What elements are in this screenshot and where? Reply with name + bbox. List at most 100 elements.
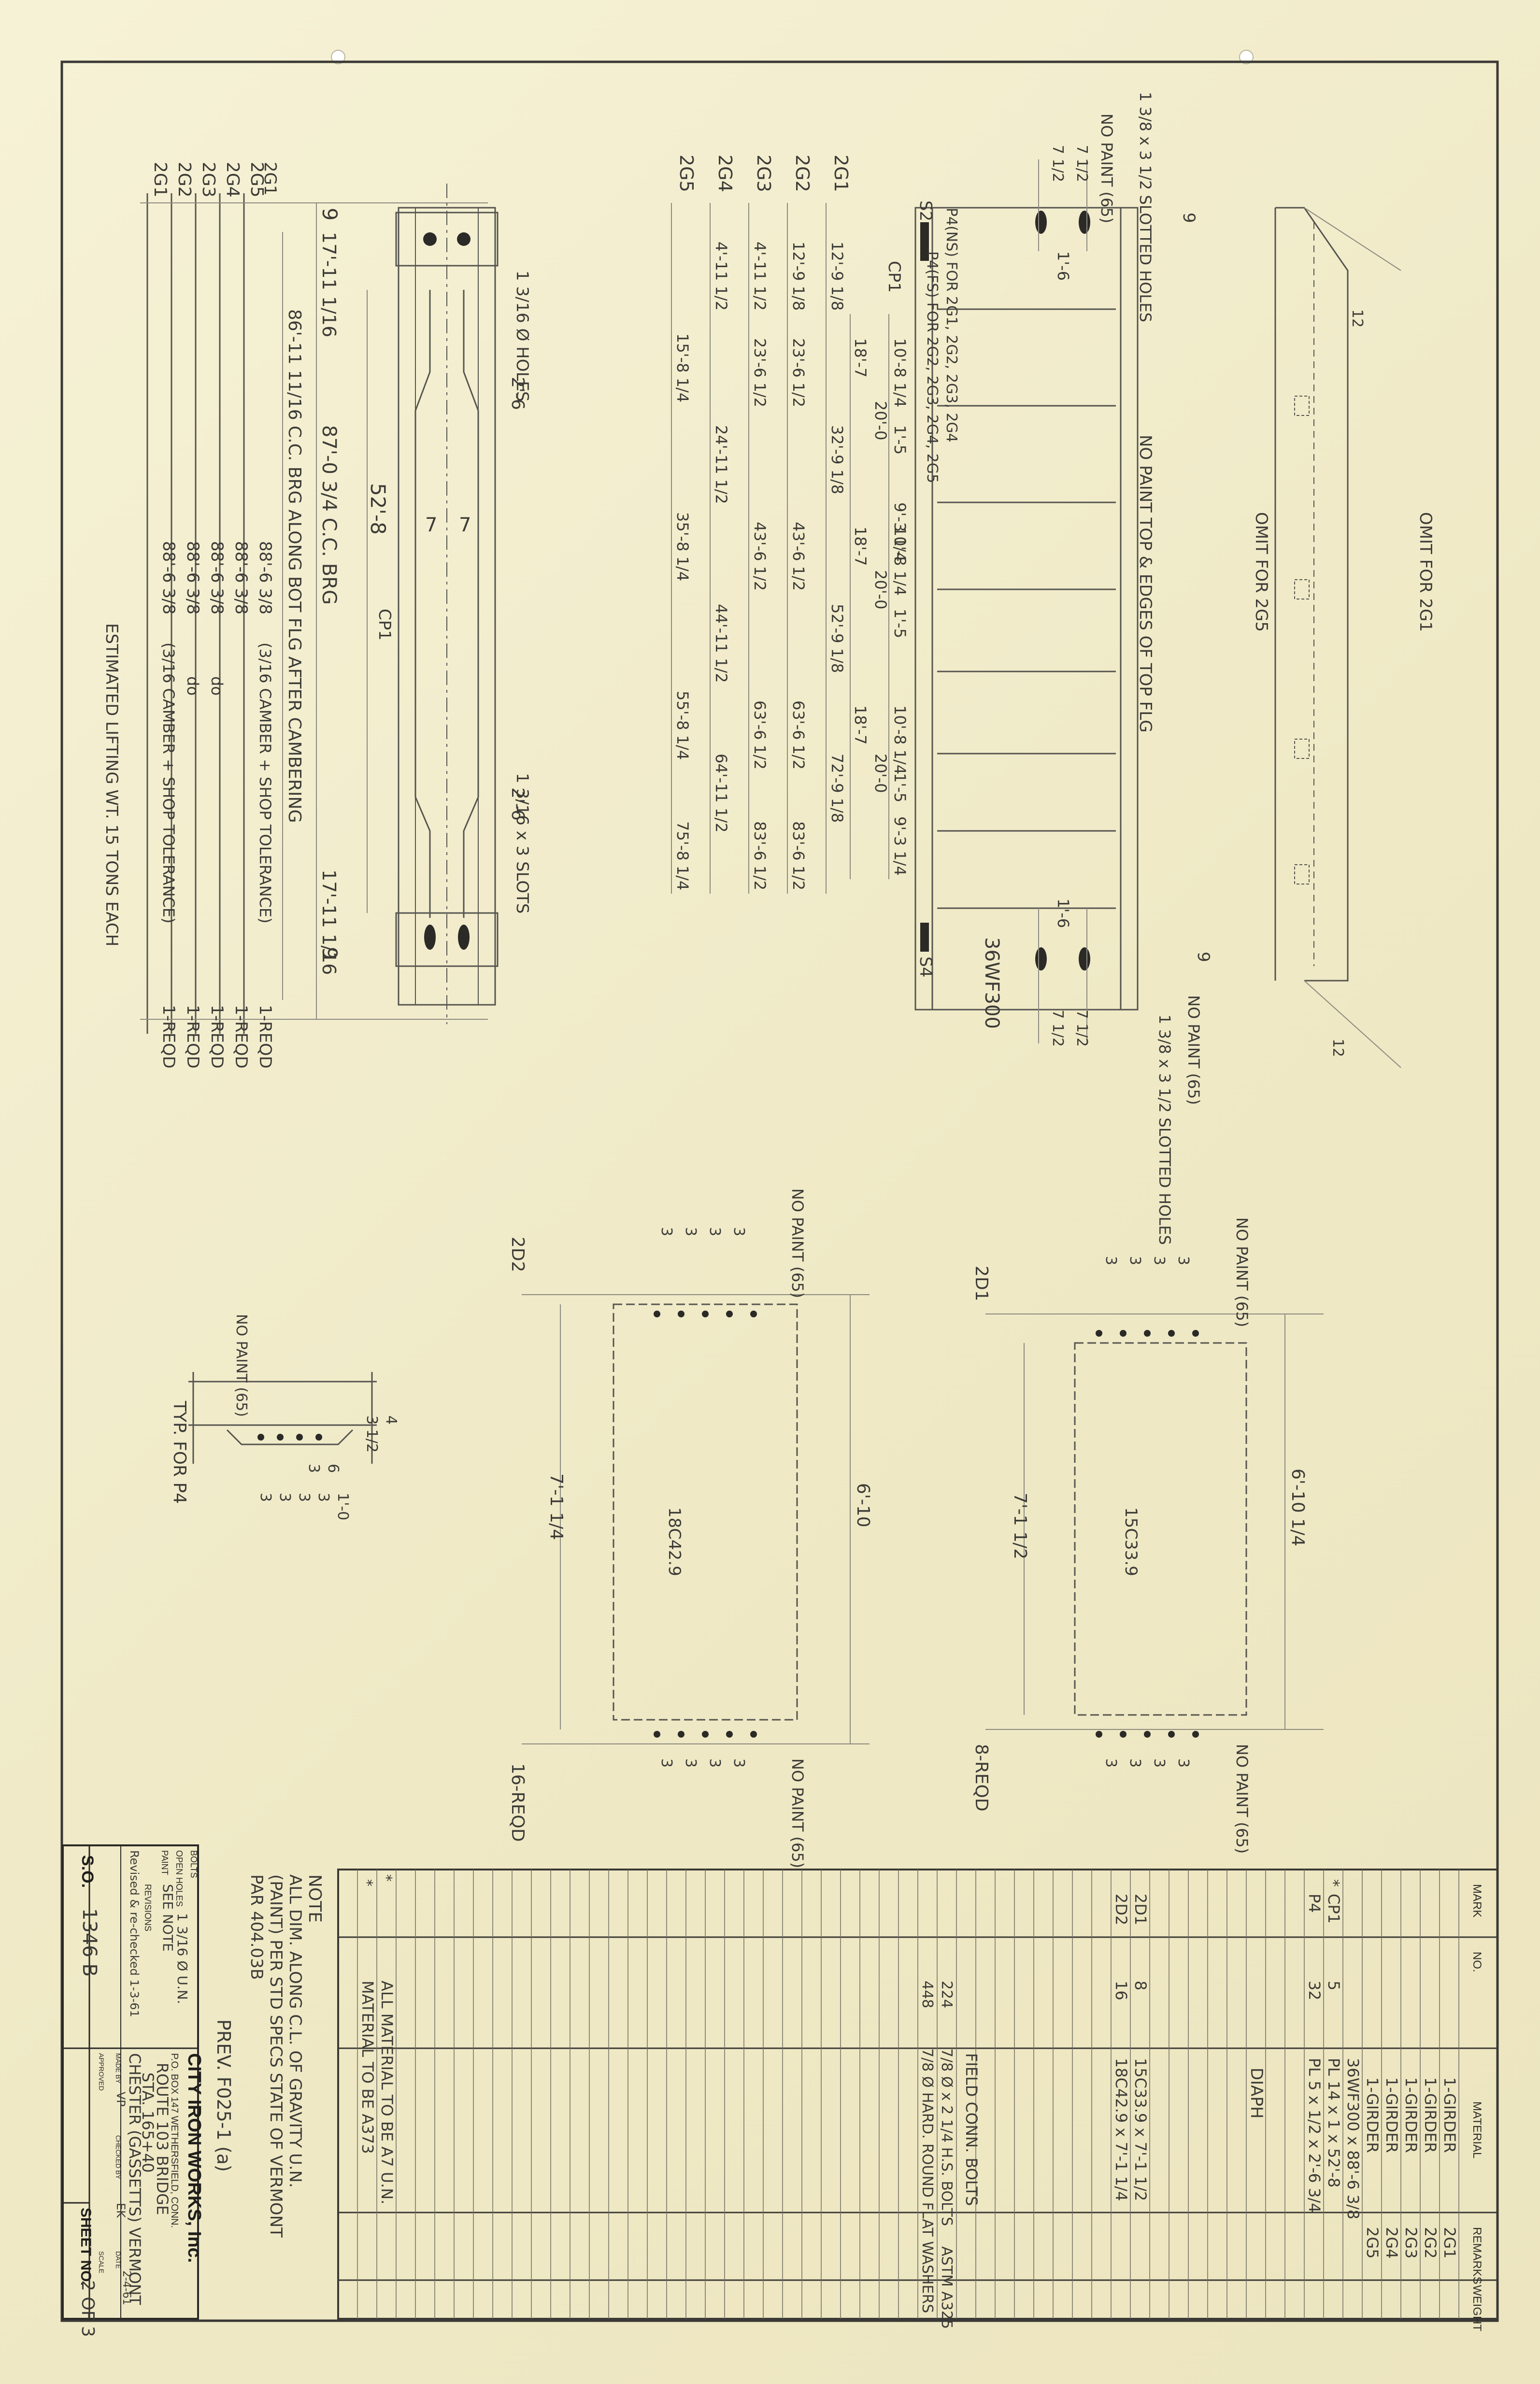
cover-plate-mark: CP1 bbox=[375, 609, 394, 641]
station-value: 64'-11 1/2 bbox=[712, 754, 730, 832]
holes-note: 1 3/16 Ø HOLES bbox=[513, 271, 532, 402]
bill-remarks: 2G3 bbox=[1402, 2227, 1420, 2259]
stiffener-spacing: 1'-5 bbox=[891, 425, 909, 455]
no-paint-note: NO PAINT (65) bbox=[1184, 995, 1203, 1105]
bill-of-material: MARK NO. MATERIAL REMARKS WEIGHT 1-GIRDE… bbox=[337, 1869, 1498, 2331]
approved-label: APPROVED bbox=[98, 2053, 105, 2091]
stiffener-spacing: 10'-8 1/4 bbox=[891, 338, 909, 407]
note-line: PAR 404.03B bbox=[247, 1874, 266, 1980]
p4-ns-note: P4(NS) FOR 2G1, 2G2, 2G3, 2G4 bbox=[943, 208, 960, 443]
bill-mark: 2D1 bbox=[1131, 1894, 1150, 1925]
end-dimension: 9 bbox=[318, 208, 342, 221]
spacing-seven: 7 bbox=[459, 514, 471, 536]
stiffener-spacing: 9'-3 1/4 bbox=[891, 816, 909, 876]
bill-material: 15C33.9 x 7'-1 1/2 bbox=[1131, 2058, 1150, 2201]
length-dimension: 88'-6 3/8 bbox=[159, 541, 178, 614]
bolt-spacing: 3 bbox=[730, 1758, 747, 1768]
station-value: 44'-11 1/2 bbox=[712, 604, 730, 683]
stiffener-spacing: 10'-8 1/4 bbox=[891, 527, 909, 596]
stiffener-spacing: 20'-0 bbox=[871, 570, 890, 609]
bolt-spacing: 3 bbox=[1151, 1758, 1168, 1768]
bill-mark: * bbox=[358, 1879, 375, 1886]
shop-order-label: S.O. bbox=[78, 1855, 97, 1888]
bill-no: 5 bbox=[1325, 1981, 1343, 1990]
station-value: 23'-6 1/2 bbox=[789, 338, 808, 407]
bill-section-label: DIAPH bbox=[1247, 2068, 1266, 2119]
diaphragm-length: 7'-1 1/4 bbox=[546, 1473, 566, 1540]
station-value: 4'-11 1/2 bbox=[712, 242, 730, 311]
length-dimension: 88'-6 3/8 bbox=[256, 541, 275, 614]
girder-mark-left: 2G4 bbox=[223, 162, 242, 198]
scale-label: SCALE bbox=[98, 2251, 105, 2273]
diaphragm-required: 8-REQD bbox=[971, 1744, 991, 1812]
diaphragm-height: 6'-10 bbox=[853, 1483, 873, 1527]
p4-dimension: 3 bbox=[276, 1493, 293, 1502]
stiffener-station-table: 2G5 2G4 2G3 2G2 2G1 12'-9 1/8 32'-9 1/8 … bbox=[671, 155, 909, 894]
bearing-along-flange-note: 86'-11 11/16 C.C. BRG ALONG BOT FLG AFTE… bbox=[285, 309, 304, 823]
camber-note: do bbox=[208, 676, 226, 696]
date-label: DATE bbox=[114, 2251, 122, 2269]
station-value: 63'-6 1/2 bbox=[751, 700, 769, 770]
stiffener-spacing: 20'-0 bbox=[871, 754, 890, 793]
station-value: 55'-8 1/4 bbox=[673, 691, 692, 760]
station-value: 12'-9 1/8 bbox=[828, 242, 846, 311]
p4-dimension: 1'-0 bbox=[334, 1493, 351, 1520]
flange-width-dimension: 2'-6 bbox=[508, 787, 528, 821]
slotted-holes-note: 1 3/8 x 3 1/2 SLOTTED HOLES bbox=[1155, 1014, 1174, 1245]
station-value: 72'-9 1/8 bbox=[828, 754, 846, 823]
bill-mark: * bbox=[378, 1874, 395, 1882]
station-value: 43'-6 1/2 bbox=[751, 522, 769, 591]
paint-value: SEE NOTE bbox=[160, 1884, 176, 1952]
bill-no: 8 bbox=[1131, 1981, 1150, 1990]
camber-note: (3/16 CAMBER + SHOP TOLERANCE) bbox=[256, 642, 274, 924]
stiffener-lines bbox=[937, 308, 1116, 909]
station-value: 35'-8 1/4 bbox=[673, 512, 692, 581]
bill-material: 1-GIRDER bbox=[1363, 2077, 1382, 2153]
slots-note: 1 3/16 x 3 SLOTS bbox=[513, 773, 532, 914]
bill-material: 36WF300 x 88'-6 3/8 bbox=[1344, 2058, 1362, 2219]
bolt-spacing: 3 bbox=[658, 1227, 675, 1236]
girder-length-group: 2G1 2G2 2G3 2G4 2G5 2G1 88'-6 3/8 88'-6 … bbox=[102, 162, 488, 1069]
stiffener-spacing: 1'-5 bbox=[891, 609, 909, 638]
required-label: 1-REQD bbox=[256, 1005, 275, 1069]
stiffener-s2-mark: S2 bbox=[916, 200, 935, 221]
required-label: 1-REQD bbox=[231, 1005, 251, 1069]
bill-remarks: ASTM A325 bbox=[938, 2246, 955, 2329]
girder-mark-left: 2G2 bbox=[174, 162, 194, 198]
edge-dimension: 1'-6 bbox=[1054, 899, 1072, 928]
flange-width-dimension: 2'-6 bbox=[508, 377, 528, 410]
company-address: P.O. BOX 147 WETHERSFIELD, CONN. bbox=[169, 2053, 180, 2228]
cover-plate-mark: CP1 bbox=[884, 261, 904, 293]
revision-entry: Revised & re-checked 1-3-61 bbox=[128, 1850, 141, 2017]
bottom-flange bbox=[1120, 207, 1139, 1011]
taper-dimension: 17'-11 1/16 bbox=[318, 232, 340, 337]
girder-mark-left: 2G3 bbox=[199, 162, 218, 198]
no-paint-top-note: NO PAINT TOP & EDGES OF TOP FLG bbox=[1136, 435, 1155, 732]
bill-material: 18C42.9 x 7'-1 1/4 bbox=[1112, 2058, 1130, 2201]
omit-2g1-note: OMIT FOR 2G1 bbox=[1416, 512, 1435, 632]
girder-mark-left: 2G1 bbox=[150, 162, 170, 198]
bill-header-remarks: REMARKS bbox=[1470, 2227, 1483, 2284]
top-flange bbox=[914, 207, 933, 1011]
stiffener-spacing: 10'-8 1/4 bbox=[891, 705, 909, 774]
no-paint-note: NO PAINT (65) bbox=[233, 1314, 250, 1417]
diaphragm-required: 16-REQD bbox=[508, 1763, 528, 1842]
p4-dimension: 3 bbox=[305, 1464, 322, 1473]
sheet-number-label: SHEET NO. bbox=[78, 2208, 94, 2286]
bill-no: 224 bbox=[938, 1981, 955, 2008]
station-mark: 2G3 bbox=[753, 155, 774, 192]
diaphragm-mark: 2D1 bbox=[971, 1266, 991, 1301]
length-dimension: 88'-6 3/8 bbox=[183, 541, 202, 614]
bolt-row bbox=[654, 1311, 757, 1738]
made-by-value: VP bbox=[114, 2092, 128, 2107]
sheet-number-value: 2 OF 3 bbox=[78, 2280, 98, 2337]
bill-mark: P4 bbox=[1305, 1894, 1324, 1913]
note-title: NOTE bbox=[305, 1874, 325, 1923]
bolt-spacing: 7 1/2 bbox=[1049, 145, 1066, 182]
p4-dimension: 4 bbox=[383, 1415, 399, 1425]
diaphragm-height: 6'-10 1/4 bbox=[1288, 1469, 1308, 1546]
station-mark: 2G5 bbox=[676, 155, 697, 192]
slotted-holes-note: 1 3/8 x 3 1/2 SLOTTED HOLES bbox=[1136, 92, 1155, 322]
